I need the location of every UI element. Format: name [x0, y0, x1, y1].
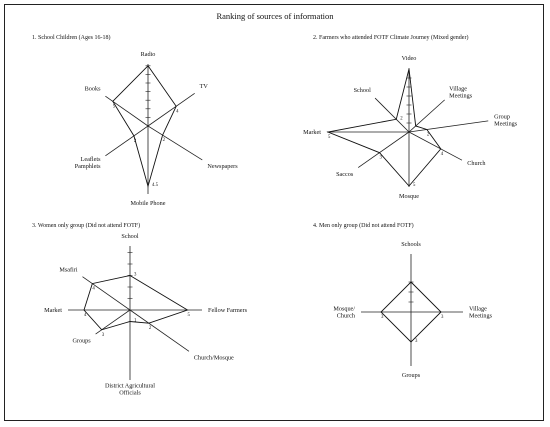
- panel-2-axis-3: [408, 131, 463, 161]
- panel-2-value-label-4: 5: [413, 183, 416, 188]
- panel-3-axis-label-2: Church/Mosque: [194, 355, 234, 362]
- panel-1-value-label-3: 4.5: [152, 183, 159, 188]
- panel-2-axis-5: [357, 131, 410, 168]
- panel-4-value-label-1: 3: [441, 315, 444, 320]
- panel-3-axis-2: [129, 309, 190, 352]
- panel-3-value-label-3: 1: [134, 319, 137, 324]
- panel-2-value-label-5: 3: [380, 156, 383, 161]
- panel-1-axis-label-2: Newspapers: [207, 163, 238, 170]
- panel-1-value-label-1: 4: [176, 109, 179, 114]
- panel-2-value-label-6: 5: [328, 135, 331, 140]
- panel-1-axis-5: [105, 95, 149, 127]
- panel-2-value-label-2: 2: [427, 132, 430, 137]
- panel-2-value-label-7: 2: [400, 116, 403, 121]
- panel-1-axis-1: [147, 92, 195, 127]
- panel-1-value-label-2: 2: [163, 138, 166, 143]
- panel-2-axis-7: [374, 97, 410, 133]
- panel-2-axis-label-7: School: [354, 87, 371, 94]
- panel-3-value-label-1: 5: [188, 313, 191, 318]
- panel-4-axis-label-2: Groups: [402, 372, 421, 379]
- figure-frame: [4, 4, 544, 421]
- panel-4-value-label-2: 3: [415, 339, 418, 344]
- panel-3-axis-6: [82, 276, 131, 311]
- panel-4-axis-label-3: Mosque/Church: [333, 306, 356, 320]
- panel-3-title: 3. Women only group (Did not attend FOTF…: [32, 223, 141, 229]
- panel-2-axis-label-3: Church: [467, 160, 486, 167]
- panel-2-title: 2. Farmers who attended FOTF Climate Jou…: [313, 35, 469, 41]
- panel-3-axis-4: [95, 309, 131, 335]
- panel-2-axis-1: [408, 99, 445, 133]
- panel-4-ranking-polygon: [380, 281, 442, 343]
- panel-4-value-label-3: 3: [381, 315, 384, 320]
- panel-1-axis-4: [105, 125, 149, 157]
- panel-2-axis-label-6: Market: [303, 129, 321, 136]
- panel-1-axis-2: [147, 125, 203, 161]
- panel-2-axis-label-5: Saccos: [336, 171, 354, 178]
- panel-3-axis-label-1: Fellow Farmers: [208, 307, 248, 314]
- panel-3-value-label-4: 3: [102, 333, 105, 338]
- panel-3-value-label-0: 3: [134, 273, 137, 278]
- panel-1-title: 1. School Children (Ages 16-18): [32, 35, 111, 41]
- panel-1-axis-label-1: TV: [200, 83, 209, 90]
- panel-1-axis-label-5: Books: [85, 86, 101, 93]
- panel-3-axis-label-5: Market: [44, 307, 62, 314]
- panel-3-axis-label-4: Groups: [72, 338, 91, 345]
- panel-4-title: 4. Men only group (Did not attend FOTF): [313, 223, 414, 229]
- panel-1-ranking-polygon: [112, 65, 177, 188]
- panel-3-axis-label-6: Msafiri: [59, 266, 77, 273]
- panel-3-value-label-2: 2: [149, 326, 152, 331]
- panel-3-axis-label-0: School: [121, 233, 138, 240]
- panel-2-ranking-polygon: [326, 68, 442, 187]
- panel-3-ranking-polygon: [83, 275, 189, 331]
- panel-1-value-label-5: 5: [113, 104, 116, 109]
- panel-4-axis-label-0: Schools: [401, 241, 421, 248]
- figure-title: Ranking of sources of information: [216, 11, 334, 21]
- panel-2-value-label-3: 4: [441, 152, 444, 157]
- panel-2-axis-2: [408, 120, 489, 133]
- panel-2-axis-label-0: Video: [402, 55, 417, 62]
- panel-3-value-label-6: 4: [92, 287, 95, 292]
- panel-1-axis-label-0: Radio: [141, 51, 156, 58]
- panel-3-value-label-5: 4: [84, 313, 87, 318]
- panel-2-axis-label-4: Mosque: [399, 193, 419, 200]
- panel-1-axis-label-3: Mobile Phone: [131, 200, 166, 207]
